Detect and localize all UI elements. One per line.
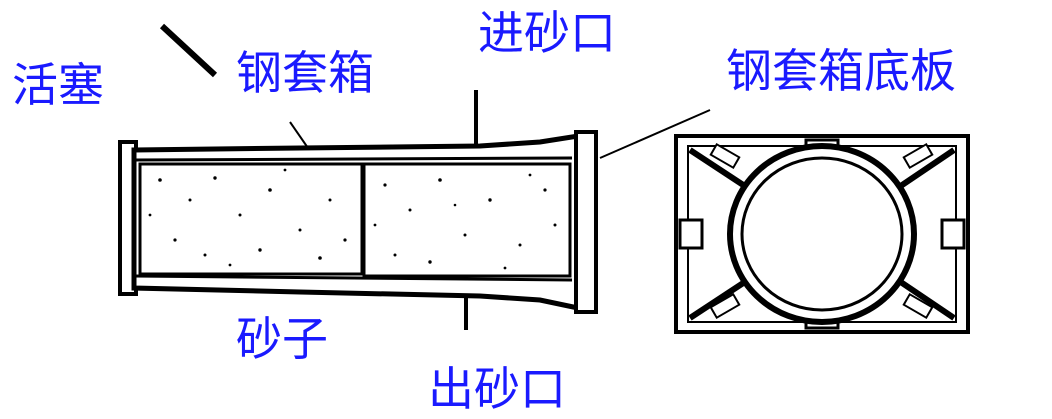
bottom-plate-view <box>674 134 970 334</box>
label-sand-inlet: 进砂口 <box>478 6 616 60</box>
sand-block <box>362 162 572 278</box>
label-steel-box-bottom-plate: 钢套箱底板 <box>726 44 956 98</box>
leader-line-steel-box <box>289 121 309 149</box>
piston-block <box>138 162 364 276</box>
label-sand: 砂子 <box>236 312 328 366</box>
casing-inner-bottom <box>133 274 573 282</box>
label-piston: 活塞 <box>12 58 104 112</box>
leader-line-bottom-plate <box>599 109 711 159</box>
label-sand-outlet: 出砂口 <box>428 362 566 416</box>
sand-speckles <box>148 168 557 270</box>
casing-inner-top <box>133 156 573 162</box>
right-flange <box>574 130 598 314</box>
leader-line-steel-box-top <box>159 23 218 78</box>
label-steel-box: 钢套箱 <box>236 46 374 100</box>
